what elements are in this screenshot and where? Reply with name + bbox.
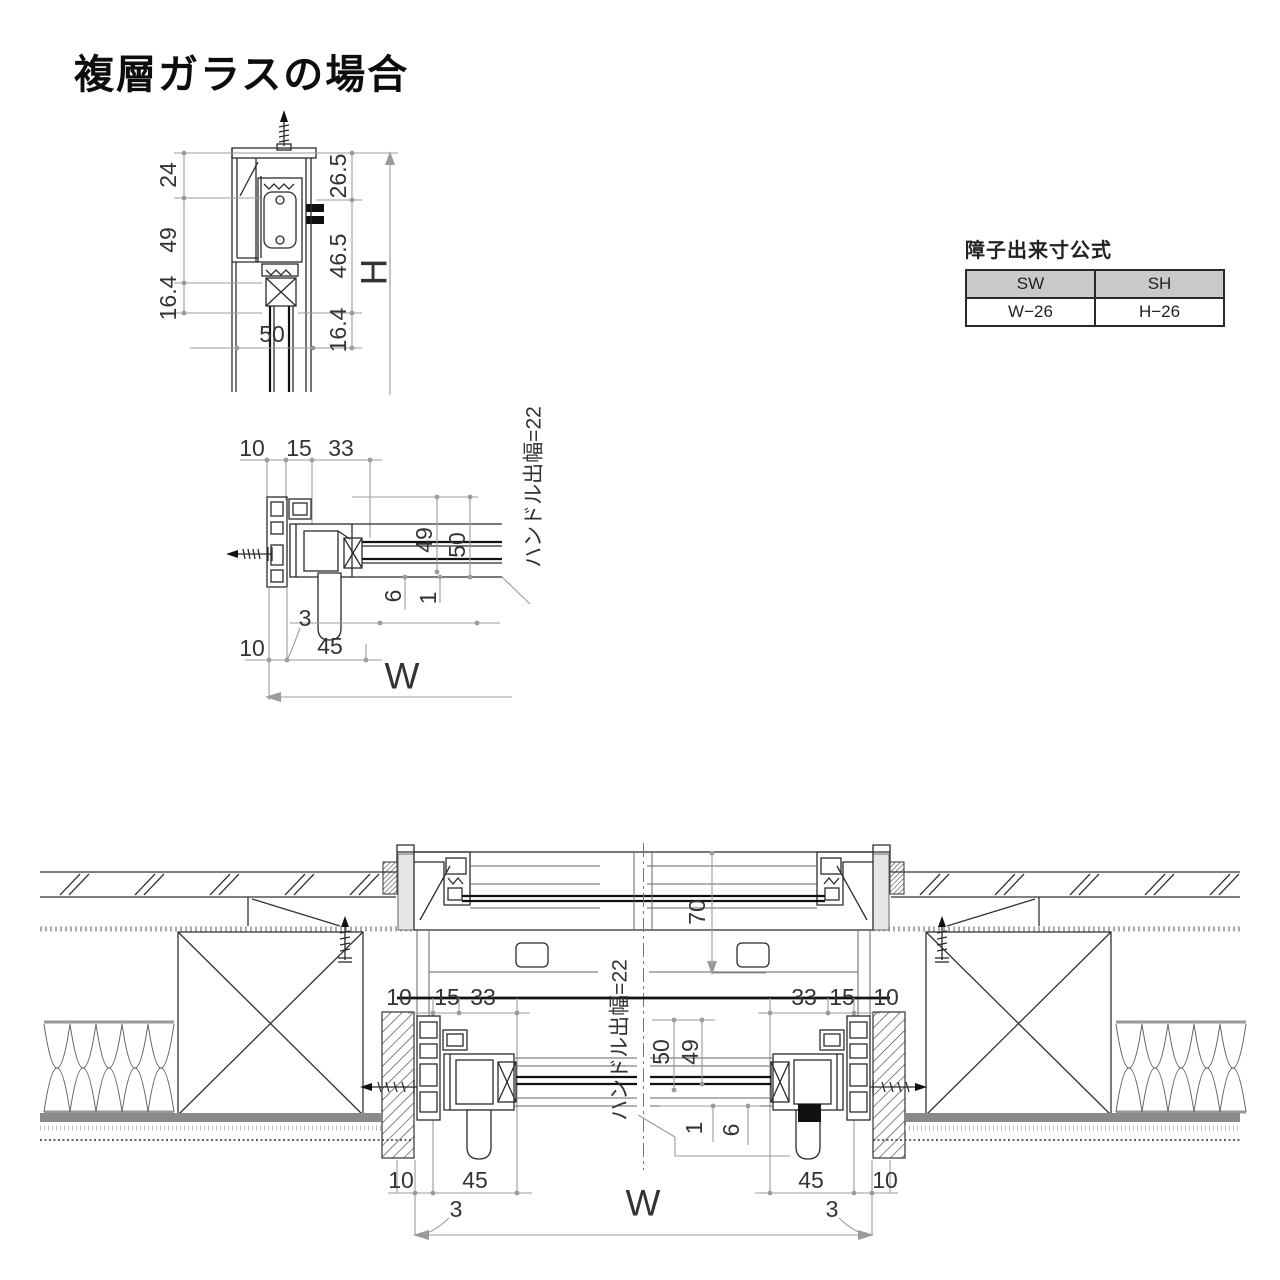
- dim-16-4-left: 16.4: [155, 275, 181, 320]
- dim-45: 45: [317, 633, 343, 659]
- dim-49-depth: 49: [411, 527, 437, 553]
- plan-bottom-45-right: 45: [798, 1167, 824, 1193]
- dim-1: 1: [415, 592, 441, 605]
- plan-dim-15-right: 15: [829, 984, 855, 1010]
- frame-face-dims: 10 15 33 33 15 10: [386, 984, 899, 1193]
- insulation-batt: [1115, 1023, 1247, 1069]
- plan-dim-10-left: 10: [386, 984, 412, 1010]
- handle-grip: [466, 1109, 492, 1160]
- dim-3: 3: [299, 605, 312, 631]
- formula-value-sw: W−26: [965, 297, 1096, 327]
- dim-33: 33: [328, 435, 354, 461]
- dim-46-5: 46.5: [325, 234, 351, 279]
- right-wall: [872, 871, 1247, 1159]
- handle-grip: [317, 572, 342, 641]
- plan-dim-10-right: 10: [873, 984, 899, 1010]
- gasket-block: [382, 861, 398, 895]
- jamb-section-drawing: 10 15 33: [226, 406, 546, 702]
- page-title: 複層ガラスの場合: [74, 53, 410, 97]
- plan-bottom-10-right: 10: [872, 1167, 898, 1193]
- screw-icon: [226, 547, 273, 561]
- formula-table-caption: 障子出来寸公式: [965, 240, 1112, 262]
- left-wall: [40, 871, 415, 1159]
- siding-hatch: [919, 873, 1240, 896]
- wall-screw-left: [338, 916, 352, 963]
- formula-header-sh: SH: [1094, 269, 1225, 299]
- plan-dim-15-left: 15: [434, 984, 460, 1010]
- interior-finish-band: [40, 1113, 382, 1122]
- handle-slot: [515, 942, 549, 968]
- plan-bottom-10-left: 10: [388, 1167, 414, 1193]
- plan-width-w: W: [626, 1183, 661, 1224]
- insulation-batt: [43, 1023, 175, 1069]
- plan-section-drawing: 70 10 15 33 33 15 10: [40, 843, 1247, 1240]
- dim-width-w: W: [385, 656, 420, 697]
- dim-16-4-right: 16.4: [325, 307, 351, 352]
- screw-icon: [867, 1080, 927, 1094]
- dim-49: 49: [155, 227, 181, 253]
- dim-6: 6: [380, 590, 406, 603]
- plan-dim-49: 49: [677, 1039, 703, 1065]
- interior-finish-band: [905, 1113, 1240, 1122]
- dim-24: 24: [155, 162, 181, 188]
- head-section-drawing: 24 49 16.4 50 26.5 46.5 16.4 H: [155, 110, 398, 395]
- bottom-dims: 10 45 45 10 3 3 W: [388, 1160, 898, 1240]
- window-frame-top: 70: [382, 843, 905, 1170]
- dim-26-5: 26.5: [325, 154, 351, 199]
- dim-50: 50: [259, 321, 285, 347]
- dim-10-bottom: 10: [239, 635, 265, 661]
- plan-dim-1: 1: [681, 1122, 707, 1135]
- left-sash: [360, 1015, 637, 1160]
- dim-50-depth: 50: [444, 532, 470, 558]
- dim-70: 70: [684, 899, 710, 925]
- dim-height-h: H: [354, 259, 395, 286]
- plan-dim-50: 50: [648, 1039, 674, 1065]
- handle-grip: [795, 1109, 821, 1160]
- formula-value-sh: H−26: [1094, 297, 1225, 327]
- formula-table-grid: SW SH W−26 H−26: [965, 269, 1225, 327]
- plan-dim-33-right: 33: [791, 984, 817, 1010]
- plan-dim-3-right: 3: [826, 1196, 839, 1222]
- plan-bottom-45-left: 45: [462, 1167, 488, 1193]
- center-dims: ハンドル出幅=22 50 49 1 6: [609, 959, 790, 1157]
- wall-screw-right: [935, 916, 949, 963]
- formula-header-sw: SW: [965, 269, 1096, 299]
- lock-keeper: [798, 1104, 821, 1122]
- formula-table: 障子出来寸公式 SW SH W−26 H−26: [965, 234, 1225, 327]
- screw-icon: [276, 110, 292, 151]
- dim-10-top: 10: [239, 435, 265, 461]
- handle-projection-note: ハンドル出幅=22: [523, 406, 546, 568]
- handle-slot: [736, 942, 770, 968]
- dim-15: 15: [286, 435, 312, 461]
- handle-projection-note: ハンドル出幅=22: [609, 959, 632, 1121]
- furring-strip: [872, 1011, 906, 1159]
- siding-hatch: [59, 873, 380, 896]
- plan-dim-3-left: 3: [450, 1196, 463, 1222]
- plan-dim-33-left: 33: [470, 984, 496, 1010]
- gasket-block: [889, 861, 905, 895]
- plan-dim-6: 6: [718, 1124, 744, 1137]
